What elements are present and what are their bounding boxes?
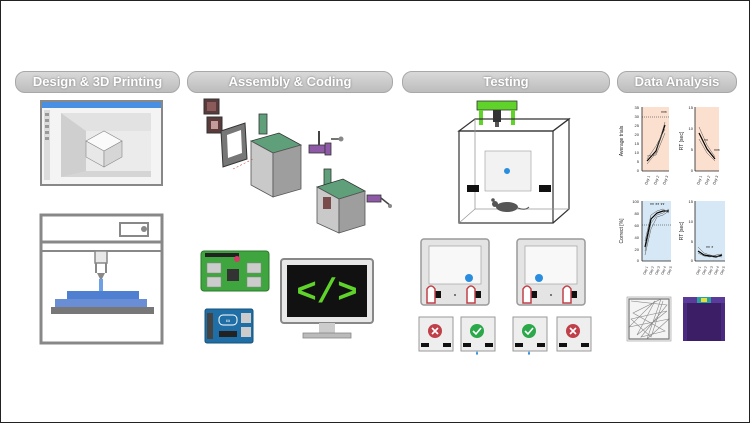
day-label-c4-2: Day 2 [701,266,708,276]
raspberry-pi-board-icon [200,250,270,292]
tick-cor-20: 20 [635,247,640,252]
tick-avg-30: 30 [635,114,640,119]
tick-cor-0: 0 [637,258,640,263]
tick-rt2-5: 5 [691,239,694,244]
sig-rt2: ** * [706,246,713,252]
day-label-c3-4: Day 4 [660,266,667,276]
tick-rt1-15: 15 [689,105,694,110]
tick-rt2-10: 10 [689,219,694,224]
chart-correct-percent: Correct [%] ** ** ** [619,201,671,262]
day-label-c2-1: Day 1 [696,175,703,185]
tick-cor-100: 100 [632,199,639,204]
day-label-c3-3: Day 3 [654,266,661,276]
trajectory-map-image [626,296,672,342]
tick-rt2-15: 15 [689,199,694,204]
code-symbol: </> [296,275,357,313]
assembly-exploded-icon [203,98,392,234]
tick-avg-25: 25 [635,123,640,128]
section-header-assembly: Assembly & Coding [187,71,393,93]
day-label-c1-2: Day 2 [653,175,660,185]
touchscreen-left-trial-icon [420,238,490,306]
tick-rt1-5: 5 [691,147,694,152]
day-label-c4-1: Day 1 [695,266,702,276]
arduino-board-icon: ∞ [204,308,254,344]
sig-avg-trials: *** [661,111,667,117]
section-header-testing: Testing [402,71,610,93]
tick-cor-40: 40 [635,235,640,240]
tick-cor-60: 60 [635,223,640,228]
day-label-c3-5: Day 5 [666,266,673,276]
sig-rt1-b: *** [714,149,720,155]
day-label-c3-1: Day 1 [642,266,649,276]
tick-avg-0: 0 [637,168,640,173]
test-chamber-icon [457,100,571,224]
tick-avg-10: 10 [635,150,640,155]
sig-correct: ** ** ** [650,203,665,209]
day-label-c1-3: Day 3 [662,175,669,185]
tick-cor-80: 80 [635,211,640,216]
ylabel-rt-2: RT [sec] [679,221,685,240]
cad-window-icon [40,100,163,186]
day-label-c4-5: Day 5 [719,266,726,276]
tick-avg-20: 20 [635,132,640,137]
day-label-c2-2: Day 2 [704,175,711,185]
ylabel-correct: Correct [%] [619,218,625,244]
touchscreen-right-trial-icon [516,238,586,306]
tick-rt1-0: 0 [691,168,694,173]
code-monitor-icon: </> [280,258,374,339]
outcome-wrong-1 [418,316,454,352]
tick-rt2-0: 0 [691,258,694,263]
tick-rt1-10: 10 [689,126,694,131]
heatmap-image [683,297,725,341]
outcome-correct-2 [512,316,548,355]
chart-rt-2: RT [sec] ** * [679,201,725,262]
outcome-wrong-2 [556,316,592,352]
chart-average-trials: Average trials *** [619,107,669,172]
day-label-c3-2: Day 2 [648,266,655,276]
section-header-analysis: Data Analysis [617,71,737,93]
section-header-design: Design & 3D Printing [15,71,180,93]
outcome-correct-1 [460,316,496,355]
chart-rt-1: RT [sec] ** *** [679,107,720,172]
day-label-c4-4: Day 4 [713,266,720,276]
ylabel-rt-1: RT [sec] [679,131,685,150]
3d-printer-icon [39,213,164,345]
day-label-c1-1: Day 1 [644,175,651,185]
tick-avg-15: 15 [635,141,640,146]
ylabel-average-trials: Average trials [619,125,625,156]
day-label-c4-3: Day 3 [707,266,714,276]
svg-text:∞: ∞ [226,319,230,325]
sig-rt1-a: ** [704,139,708,145]
tick-avg-5: 5 [637,159,640,164]
day-label-c2-3: Day 3 [712,175,719,185]
tick-avg-35: 35 [635,105,640,110]
